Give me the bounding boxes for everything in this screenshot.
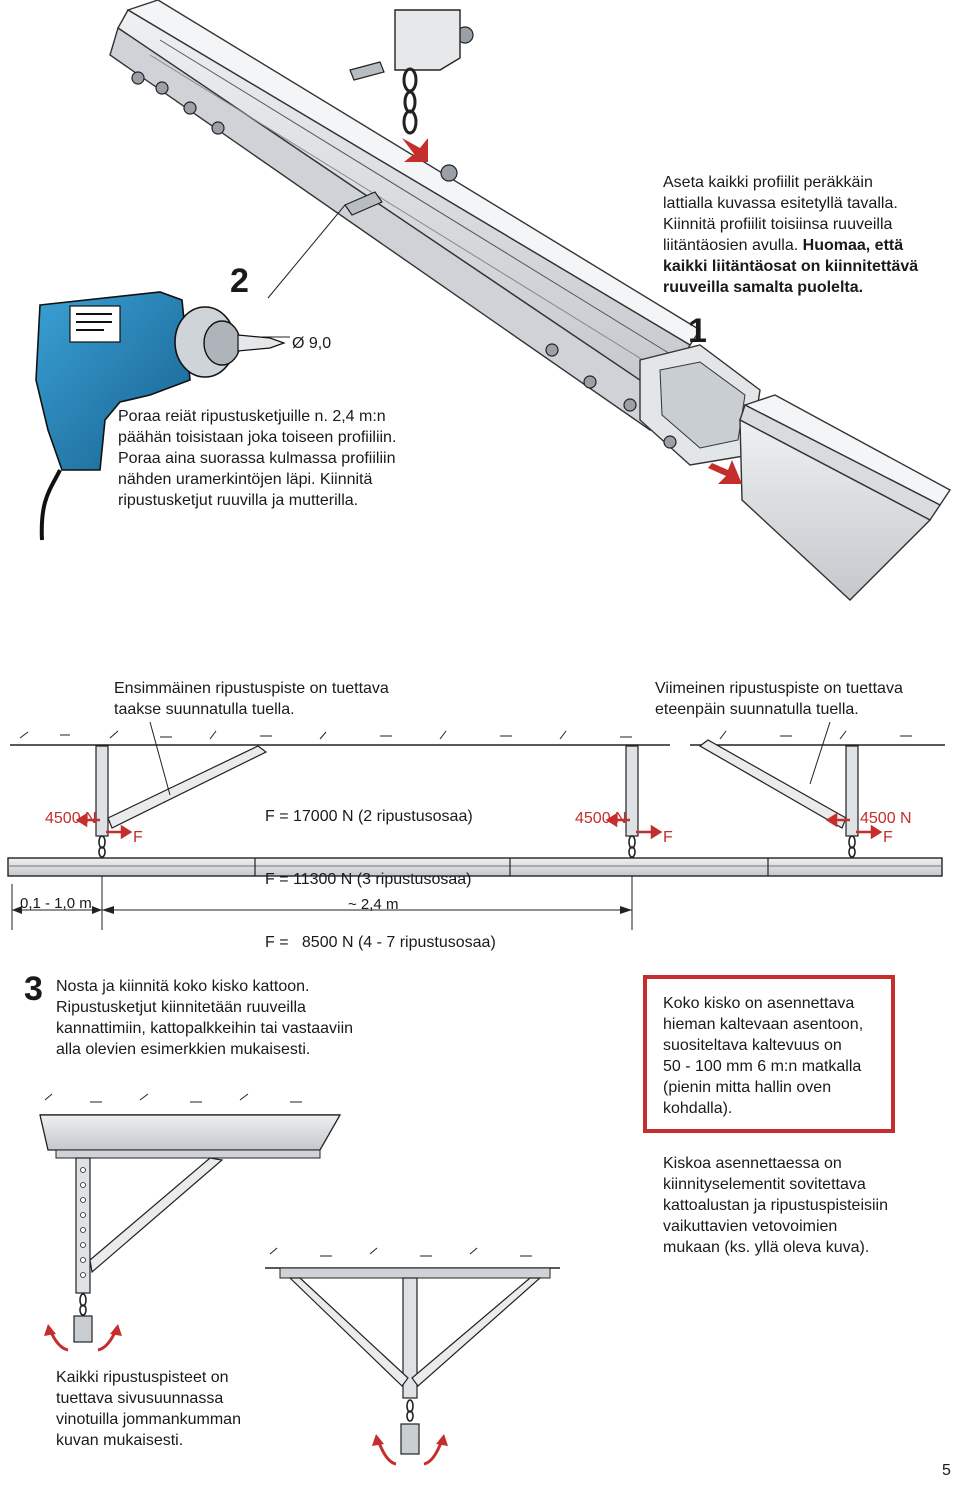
force-values: F = 17000 N (2 ripustusosaa) F = 11300 N… [265, 764, 496, 974]
step1-bold-line: kaikki liitäntäosat on kiinnitettävä [663, 258, 919, 275]
force-symbol-2: F [663, 829, 673, 846]
last-point-line: Viimeinen ripustuspiste on tuettava [655, 680, 903, 697]
bracing-note-line: tuettava sivusuunnassa [56, 1390, 224, 1407]
drill-illustration [35, 291, 286, 541]
step-number-3: 3 [24, 970, 43, 1008]
bracing-note: Kaikki ripustuspisteet on tuettava sivus… [56, 1367, 241, 1451]
fitting-note: Kiskoa asennettaessa on kiinnityselement… [663, 1153, 888, 1258]
step3-line: Ripustusketjut kiinnitetään ruuveilla [56, 999, 306, 1016]
slope-note-line: 50 - 100 mm 6 m:n matkalla [663, 1058, 862, 1075]
force-symbol-3: F [883, 829, 893, 846]
last-point-line: eteenpäin suunnatulla tuella. [655, 701, 859, 718]
step2-line: Poraa reiät ripustusketjuille n. 2,4 m:n [118, 408, 386, 425]
slope-note-text: Koko kisko on asennettava hieman kalteva… [663, 993, 863, 1119]
step1-line-with-bold: liitäntäosien avulla. Huomaa, että [663, 235, 953, 256]
step1-bold-line: Huomaa, että [802, 237, 904, 254]
fitting-note-line: kiinnityselementit sovitettava [663, 1176, 866, 1193]
step1-line: Aseta kaikki profiilit peräkkäin [663, 174, 873, 191]
fitting-note-line: vaikuttavien vetovoimien [663, 1218, 838, 1235]
slope-note-line: Koko kisko on asennettava [663, 995, 855, 1012]
step-number-1: 1 [688, 312, 707, 350]
step2-line: ripustusketjut ruuvilla ja mutterilla. [118, 492, 359, 509]
step3-line: alla olevien esimerkkien mukaisesti. [56, 1041, 311, 1058]
step3-line: Nosta ja kiinnitä koko kisko kattoon. [56, 978, 310, 995]
bracing-note-line: vinotuilla jommankumman [56, 1411, 241, 1428]
fitting-note-line: mukaan (ks. yllä oleva kuva). [663, 1239, 870, 1256]
fitting-note-line: Kiskoa asennettaessa on [663, 1155, 842, 1172]
fitting-note-line: kattoalustan ja ripustuspisteisiin [663, 1197, 889, 1214]
slope-note-line: hieman kaltevaan asentoon, [663, 1016, 864, 1033]
first-point-line: taakse suunnatulla tuella. [114, 701, 295, 718]
bracing-note-line: kuvan mukaisesti. [56, 1432, 184, 1449]
step2-text: Poraa reiät ripustusketjuille n. 2,4 m:n… [118, 406, 448, 511]
drill-size-label: Ø 9,0 [292, 335, 332, 352]
force-value: F = 8500 N (4 - 7 ripustusosaa) [265, 934, 496, 951]
step2-line: Poraa aina suorassa kulmassa profiiliin [118, 450, 396, 467]
slope-note-line: kohdalla). [663, 1100, 733, 1117]
force-value: F = 11300 N (3 ripustusosaa) [265, 871, 472, 888]
force-diagram [7, 721, 945, 930]
step3-line: kannattimiin, kattopalkkeihin tai vastaa… [56, 1020, 354, 1037]
slope-note-line: suositeltava kaltevuus on [663, 1037, 842, 1054]
dimension-start: 0,1 - 1,0 m [20, 895, 92, 912]
step1-line: lattialla kuvassa esitetyllä tavalla. [663, 195, 898, 212]
step2-line: nähden uramerkintöjen läpi. Kiinnitä [118, 471, 373, 488]
slope-note-line: (pienin mitta hallin oven [663, 1079, 832, 1096]
step1-line: Kiinnitä profiilit toisiinsa ruuveilla [663, 216, 893, 233]
first-point-line: Ensimmäinen ripustuspiste on tuettava [114, 680, 389, 697]
force-value: F = 17000 N (2 ripustusosaa) [265, 808, 473, 825]
step1-line: liitäntäosien avulla. [663, 237, 799, 254]
wall-bracket-illustration [39, 1093, 342, 1352]
last-point-note: Viimeinen ripustuspiste on tuettava etee… [655, 678, 903, 720]
load-label-2: 4500 N [575, 810, 627, 827]
step-number-2: 2 [230, 262, 249, 300]
load-label-1: 4500 N [45, 810, 97, 827]
force-symbol-1: F [133, 829, 143, 846]
step1-text: Aseta kaikki profiilit peräkkäin lattial… [663, 172, 953, 298]
dimension-span: ~ 2,4 m [348, 896, 399, 913]
ceiling-bracket-illustration [265, 1247, 560, 1466]
step3-text: Nosta ja kiinnitä koko kisko kattoon. Ri… [56, 976, 416, 1060]
step1-bold-line: ruuveilla samalta puolelta. [663, 279, 864, 296]
step2-line: päähän toisistaan joka toiseen profiilii… [118, 429, 397, 446]
slope-note-box: Koko kisko on asennettava hieman kalteva… [643, 975, 895, 1133]
load-label-3: 4500 N [860, 810, 912, 827]
page-number: 5 [942, 1462, 951, 1479]
first-point-note: Ensimmäinen ripustuspiste on tuettava ta… [114, 678, 389, 720]
rail-profile-illustration [109, 0, 952, 601]
bracing-note-line: Kaikki ripustuspisteet on [56, 1369, 229, 1386]
